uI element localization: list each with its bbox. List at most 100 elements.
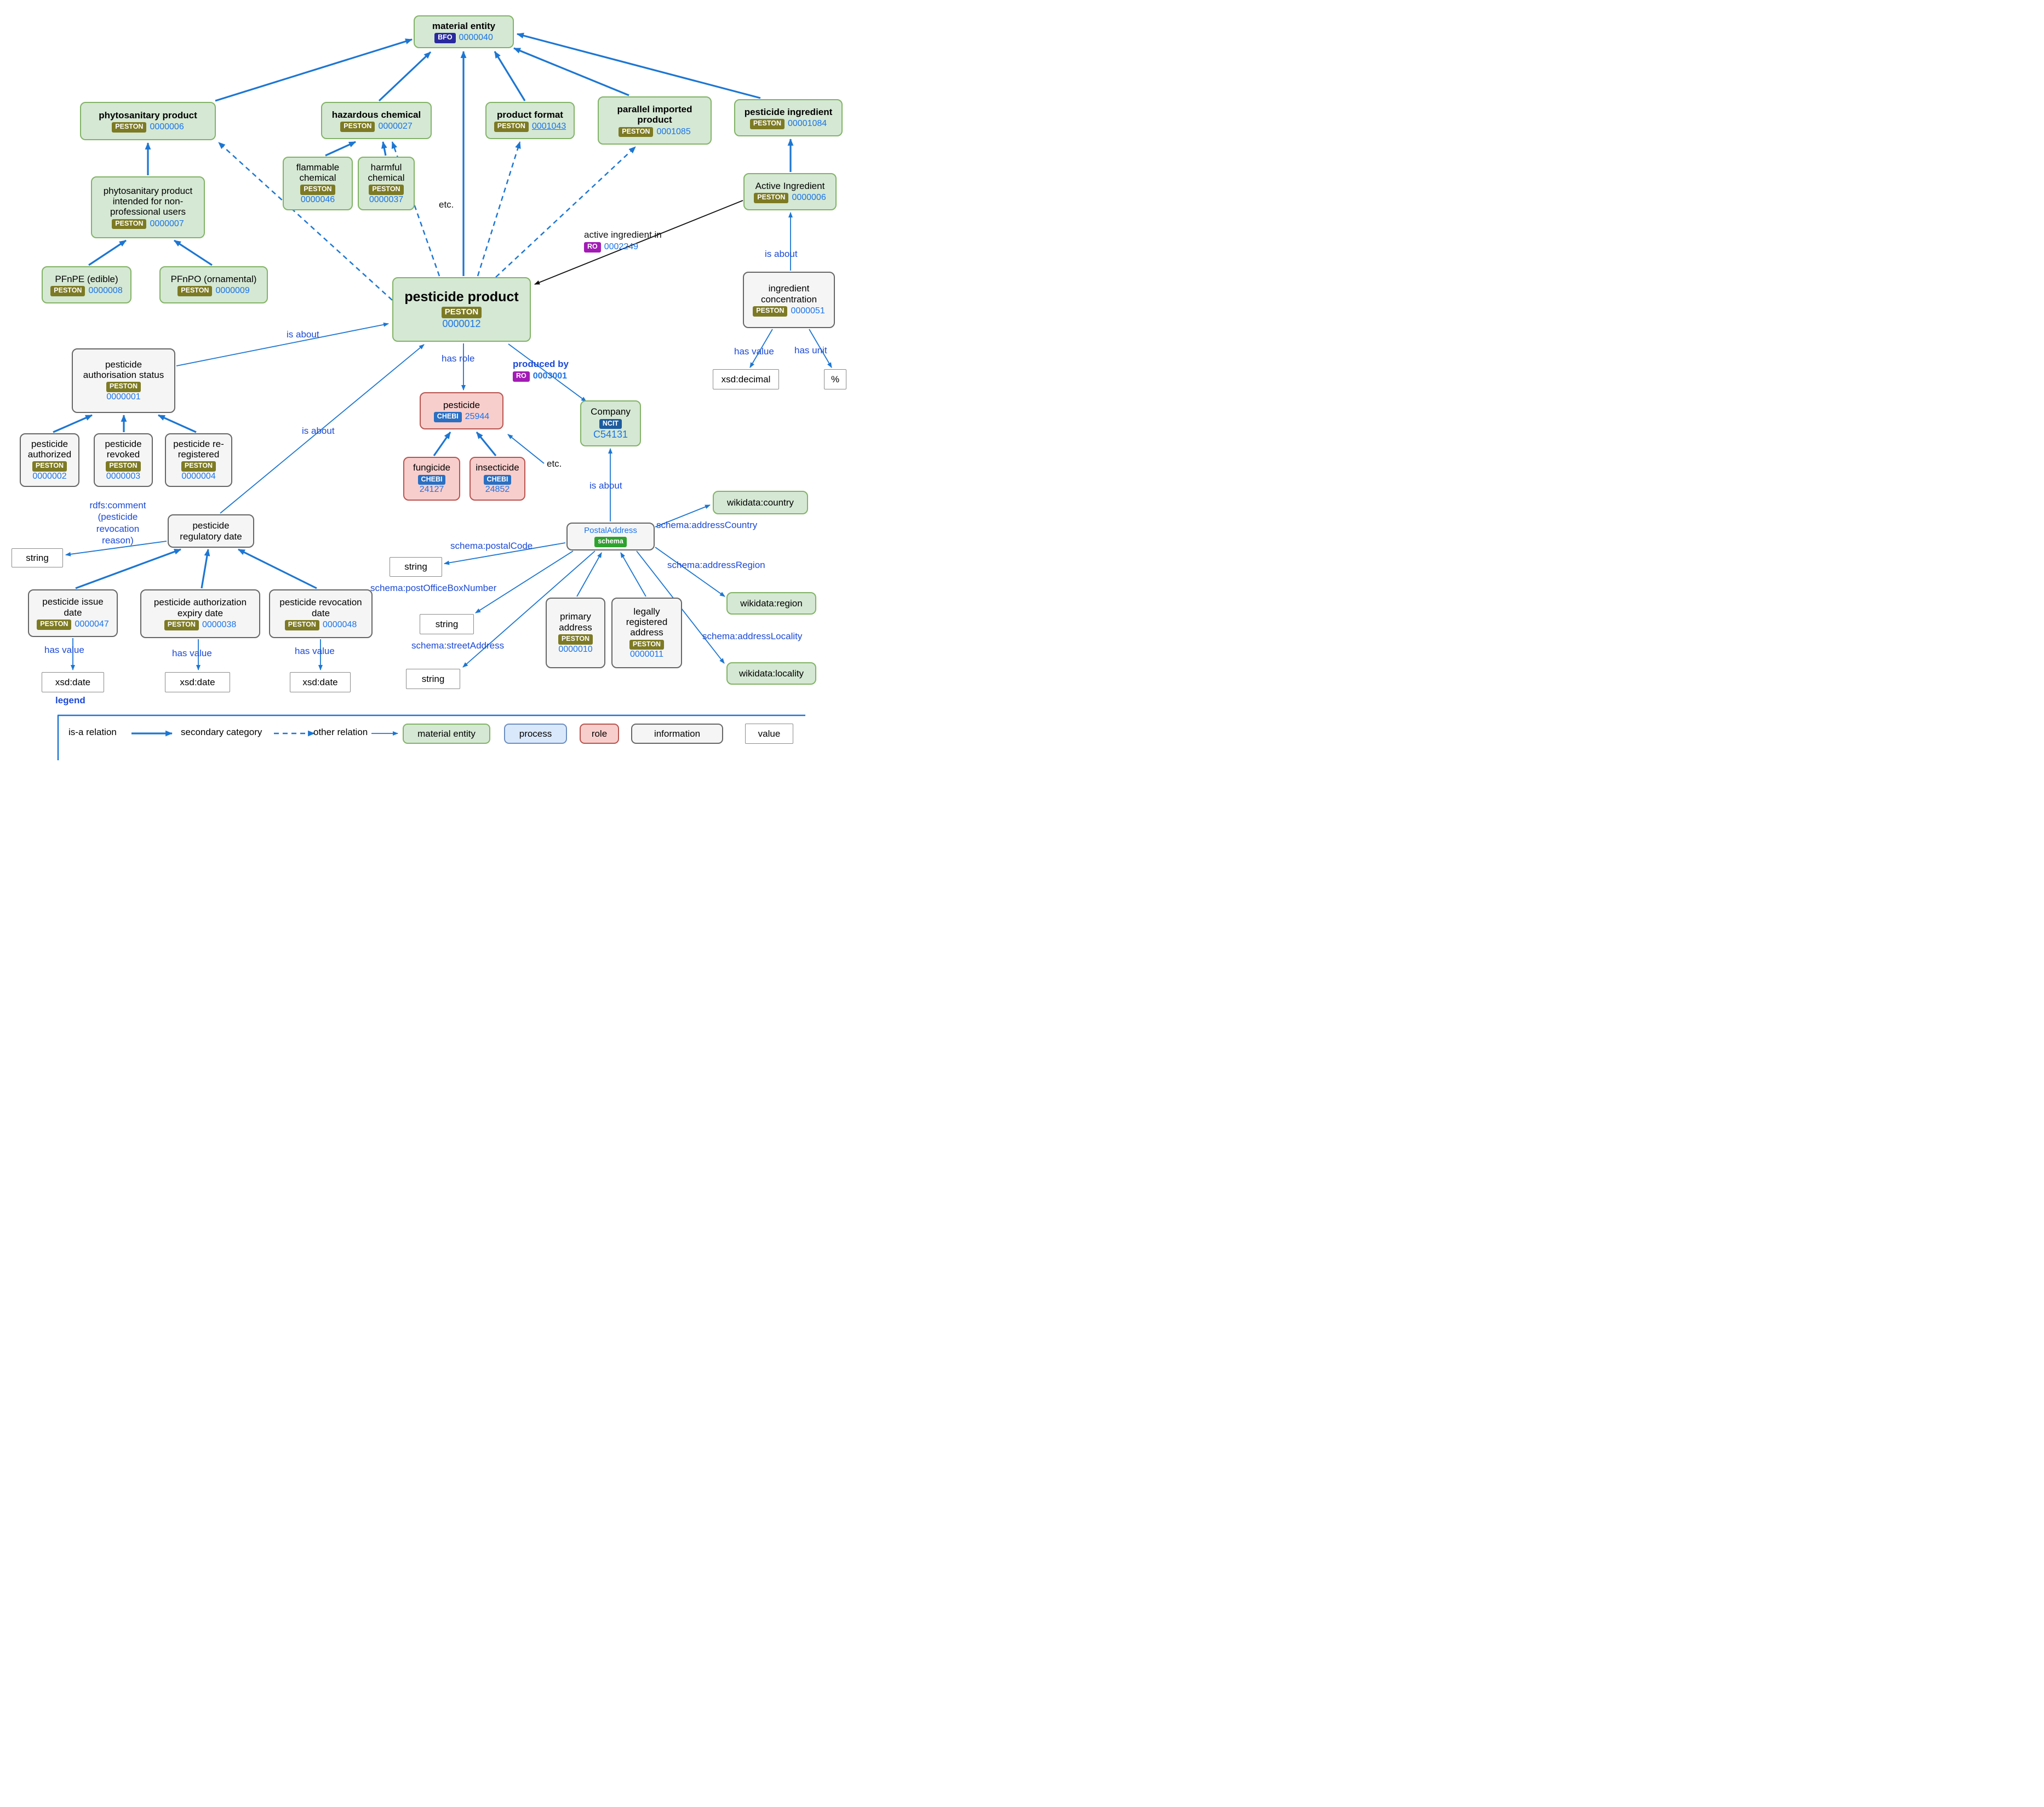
node-title-line: pesticide: [31, 438, 68, 449]
edge-pesticideproduct-to-productformat: [477, 141, 521, 277]
edge-label-schema-address-country: schema:addressCountry: [656, 519, 757, 531]
node-string-comment: string: [12, 548, 63, 567]
edge-label-schema-postal-code: schema:postalCode: [450, 540, 533, 552]
node-title-line: concentration: [760, 294, 817, 305]
term-id: 0000010: [558, 644, 593, 654]
term-id: 0000037: [369, 195, 404, 205]
term-id: 0000011: [629, 650, 664, 659]
node-title-line: %: [831, 374, 840, 385]
badge-row: PESTON: [441, 306, 482, 319]
node-title-line: wikidata:region: [740, 598, 803, 609]
ro-badge: RO: [584, 242, 601, 253]
edge-label-schema-post-office-box-number: schema:postOfficeBoxNumber: [370, 582, 496, 594]
node-title-line: registered: [178, 449, 220, 460]
peston-badge: PESTON: [754, 192, 789, 203]
edge-label-has-value-concentration: has value: [734, 346, 774, 357]
term-id: 0000047: [75, 619, 109, 629]
chebi-badge: CHEBI: [417, 474, 446, 485]
term-id: 0000002: [32, 472, 67, 481]
edge-revocationdate-to-regdate: [238, 548, 317, 589]
node-title-line: ingredient: [768, 283, 810, 294]
node-title-line: fungicide: [413, 462, 451, 473]
node-title-line: expiry date: [177, 607, 224, 618]
ro-badge: RO: [513, 371, 530, 382]
node-title-line: pesticide issue: [42, 596, 104, 607]
badge-row: NCIT: [599, 418, 622, 429]
schema-badge: schema: [594, 537, 627, 547]
term-id: 0001085: [656, 127, 691, 136]
edge-label-has-role: has role: [442, 353, 474, 364]
term-id: 0000007: [150, 219, 184, 228]
edge-productformat-to-material: [494, 51, 526, 101]
legend-relation-dashed: secondary category: [181, 727, 262, 737]
peston-badge: PESTON: [300, 185, 335, 196]
edge-status-to-pesticideproduct: [176, 322, 389, 366]
badge-row: PESTON: [558, 634, 593, 645]
term-id: 0000006: [150, 122, 184, 132]
node-title-line: pesticide: [192, 520, 230, 531]
term-id: C54131: [593, 429, 628, 440]
edge-label-line: is about: [589, 480, 622, 491]
node-xsd-decimal: xsd:decimal: [713, 369, 779, 389]
edge-pesticideproduct-to-parallel: [495, 146, 636, 278]
edge-label-line: has unit: [794, 345, 827, 355]
node-title-line: string: [26, 552, 49, 563]
node-title-line: harmful: [370, 162, 402, 173]
node-title-line: phytosanitary product: [103, 185, 193, 196]
edge-label-has-value-revocation: has value: [295, 645, 335, 657]
node-title-line: regulatory date: [180, 531, 242, 542]
term-id: 0000006: [792, 193, 826, 203]
term-id: 0000048: [322, 620, 357, 630]
node-title-line: pesticide: [105, 438, 142, 449]
peston-badge: PESTON: [50, 285, 85, 296]
edge-label-line: schema:postOfficeBoxNumber: [370, 583, 497, 593]
edge-label-schema-street-address: schema:streetAddress: [411, 640, 504, 651]
node-wikidata-region: wikidata:region: [726, 592, 816, 615]
peston-badge: PESTON: [112, 122, 147, 133]
node-string-postal-code: string: [390, 557, 442, 577]
badge-row: PESTON: [106, 461, 141, 472]
node-title-line: xsd:date: [302, 676, 338, 687]
badge-row: PESTON: [106, 382, 141, 393]
legend-category-blue: process: [504, 724, 567, 744]
peston-badge: PESTON: [112, 219, 147, 230]
term-id: 24127: [419, 485, 444, 495]
edge-label-is-about-postal: is about: [589, 480, 622, 491]
edge-label-has-value-expiry: has value: [172, 647, 212, 659]
edge-issuedate-to-regdate: [75, 548, 182, 589]
node-title-line: PFnPO (ornamental): [170, 273, 257, 284]
edge-label-line: is about: [765, 249, 798, 259]
node-title-line: pesticide: [443, 399, 480, 410]
ncit-badge: NCIT: [599, 418, 622, 429]
term-id: 0000001: [106, 392, 141, 402]
legend-category-value: value: [745, 724, 793, 744]
term-id: 0000003: [106, 472, 141, 481]
legend-category-gray: information: [631, 724, 723, 744]
node-xsd-date-expiry: xsd:date: [165, 672, 230, 692]
term-id: 0003001: [533, 371, 568, 381]
node-title-line: date: [311, 607, 330, 618]
node-title-line: Active Ingredient: [755, 180, 825, 191]
node-title-line: address: [559, 622, 592, 633]
node-title-line: pesticide ingredient: [744, 106, 833, 117]
peston-badge: PESTON: [619, 127, 654, 137]
edge-expirydate-to-regdate: [201, 548, 210, 589]
